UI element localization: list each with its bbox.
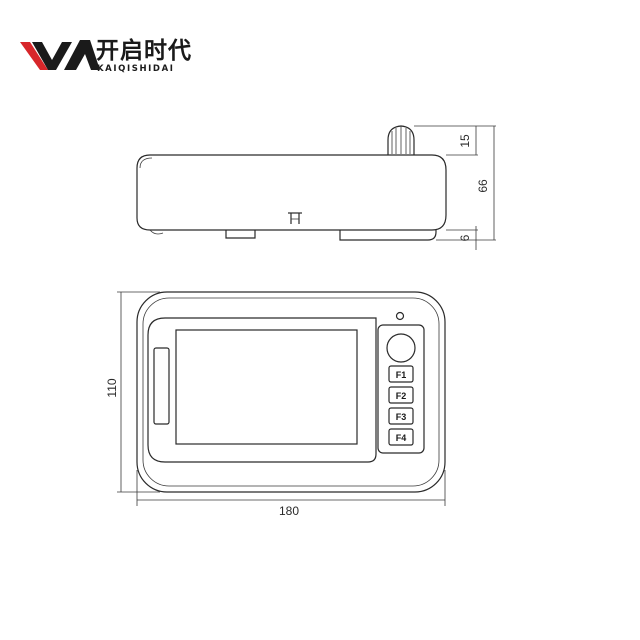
dim-foot-height: 6 <box>458 234 472 241</box>
knob-top <box>386 333 416 363</box>
left-grip <box>153 347 170 425</box>
display-screen <box>175 329 358 445</box>
side-mount-bracket <box>288 212 302 224</box>
brand-name-english: KAIQISHIDAI <box>97 64 175 74</box>
status-led <box>395 311 405 321</box>
dim-knob-height: 15 <box>458 134 472 148</box>
brand-logo <box>20 40 100 70</box>
side-view <box>136 125 496 250</box>
front-inner-housing <box>142 297 440 487</box>
side-knob <box>387 125 415 155</box>
f3-label: F3 <box>396 412 407 422</box>
dim-front-height: 110 <box>105 378 119 397</box>
function-key-f3: F3 <box>388 407 414 425</box>
function-key-f1: F1 <box>388 365 414 383</box>
side-body-inner-edge <box>139 157 153 169</box>
side-clip <box>149 229 164 235</box>
f1-label: F1 <box>396 370 407 380</box>
f2-label: F2 <box>396 391 407 401</box>
brand-name-chinese: 开启时代 <box>96 38 192 64</box>
side-dimension-lines <box>414 125 496 250</box>
front-view: F1 F2 F3 F4 <box>117 291 446 506</box>
logo-red-chevron <box>20 42 48 70</box>
side-foot-right <box>339 230 437 241</box>
front-bezel <box>147 317 377 463</box>
side-body-outline <box>136 154 447 231</box>
f4-label: F4 <box>396 433 407 443</box>
front-dimension-lines <box>117 291 446 506</box>
logo-dark-v <box>32 42 72 70</box>
function-key-f2: F2 <box>388 386 414 404</box>
side-foot-left <box>225 230 256 239</box>
dim-front-width: 180 <box>279 504 299 518</box>
logo-dark-a <box>64 40 100 70</box>
dim-body-height: 66 <box>476 179 490 193</box>
function-key-f4: F4 <box>388 428 414 446</box>
front-outer-housing <box>136 291 446 493</box>
key-panel <box>377 324 425 454</box>
